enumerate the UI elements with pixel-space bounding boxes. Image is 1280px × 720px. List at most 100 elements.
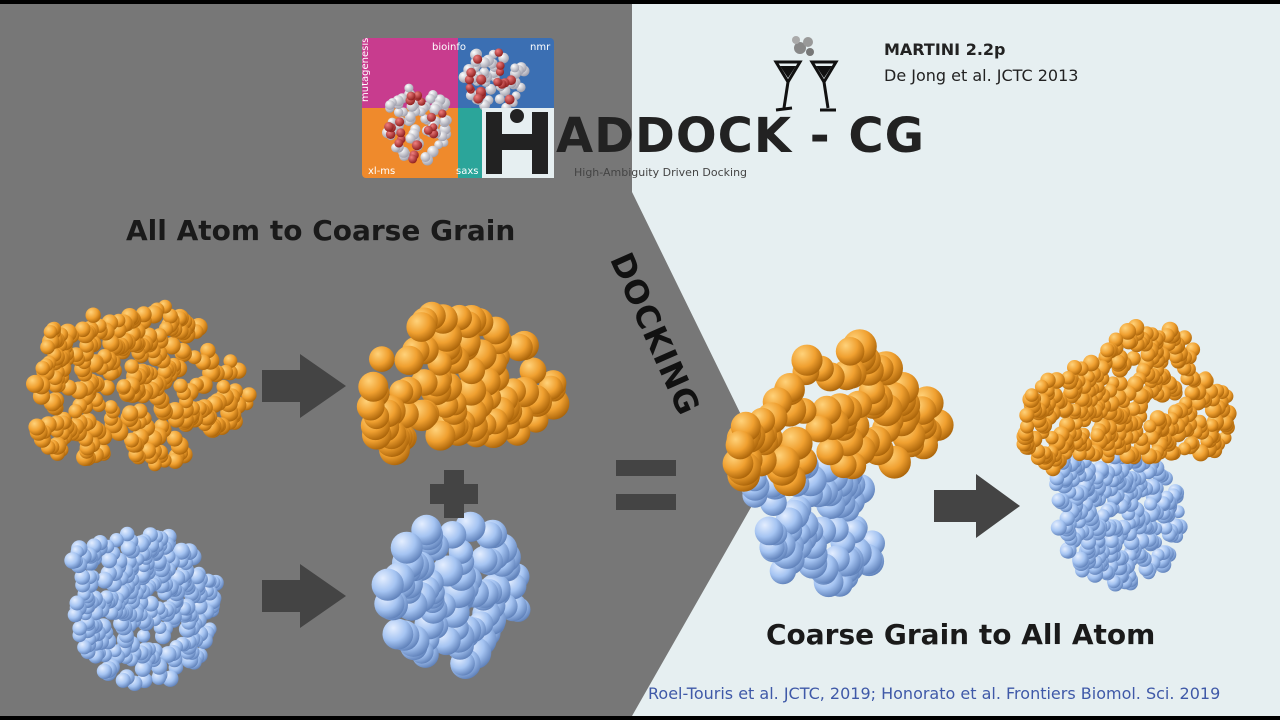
atom-sphere	[35, 361, 50, 376]
atom-sphere	[384, 122, 394, 132]
atom-sphere	[394, 138, 404, 148]
atom-sphere	[119, 526, 135, 542]
atom-sphere	[1050, 519, 1067, 536]
atom-sphere	[408, 154, 418, 164]
atom-sphere	[464, 75, 474, 85]
martini-glasses-icon	[773, 36, 839, 112]
atom-sphere	[115, 672, 131, 688]
atom-sphere	[394, 345, 424, 375]
atom-sphere	[1110, 354, 1126, 370]
coarse-grain-receptor-structure	[371, 511, 531, 679]
atom-sphere	[1104, 533, 1119, 548]
atom-sphere	[438, 109, 447, 118]
coarse-grain-docked-complex	[722, 329, 954, 598]
atom-sphere	[136, 629, 151, 643]
atom-sphere	[85, 307, 101, 323]
atom-sphere	[439, 115, 450, 126]
atom-sphere	[816, 438, 844, 466]
atom-sphere	[173, 378, 188, 393]
right-section-title: Coarse Grain to All Atom	[766, 618, 1156, 651]
atom-sphere	[385, 129, 396, 139]
atom-sphere	[434, 140, 443, 150]
atom-sphere	[425, 420, 456, 451]
atom-sphere	[385, 100, 395, 110]
coarse-grain-ligand-structure	[356, 301, 570, 466]
atom-sphere	[26, 374, 44, 393]
atom-sphere	[510, 63, 520, 73]
atom-sphere	[1178, 442, 1191, 456]
atom-sphere	[1100, 343, 1115, 358]
right-arrow-icon	[934, 474, 1020, 538]
atom-sphere	[411, 140, 422, 151]
atom-sphere	[223, 354, 238, 368]
atom-sphere	[420, 152, 431, 162]
atom-sphere	[1051, 493, 1066, 508]
atom-sphere	[120, 540, 137, 556]
atom-sphere	[725, 430, 755, 460]
atom-sphere	[425, 93, 436, 104]
haddock-cg-logo-title: ADDOCK - CG	[556, 108, 926, 164]
atom-sphere	[67, 607, 83, 623]
atom-sphere	[134, 660, 151, 677]
atom-sphere	[405, 133, 416, 144]
atom-sphere	[369, 346, 395, 372]
atom-sphere	[104, 400, 118, 414]
atom-sphere	[122, 405, 139, 422]
atom-sphere	[172, 542, 190, 560]
atom-sphere	[1067, 360, 1082, 375]
atom-sphere	[413, 91, 423, 100]
atom-sphere	[1034, 379, 1049, 394]
puzzle-label: mutagenesis	[360, 38, 371, 102]
atom-sphere	[395, 117, 405, 127]
atom-sphere	[96, 663, 113, 679]
all-atom-docked-complex	[1016, 319, 1237, 592]
all-atom-receptor-structure	[64, 526, 224, 691]
atom-sphere	[200, 342, 216, 359]
citation-footer: Roel-Touris et al. JCTC, 2019; Honorato …	[648, 684, 1221, 703]
left-section-title: All Atom to Coarse Grain	[126, 214, 516, 247]
atom-sphere	[465, 83, 474, 92]
puzzle-label: nmr	[530, 42, 551, 53]
atom-sphere	[426, 112, 436, 122]
atom-sphere	[1020, 419, 1035, 434]
atom-sphere	[371, 568, 404, 601]
atom-sphere	[382, 618, 414, 650]
puzzle-label: saxs	[456, 166, 478, 177]
equals-icon	[616, 460, 676, 510]
puzzle-label: xl-ms	[368, 166, 395, 177]
slide: mutagenesis bioinfo nmr xl-ms saxs	[0, 4, 1280, 716]
right-arrow-icon	[262, 354, 346, 418]
atom-sphere	[159, 646, 177, 663]
atom-sphere	[427, 145, 439, 158]
all-atom-ligand-structure	[26, 299, 257, 472]
atom-sphere	[1158, 521, 1173, 535]
atom-sphere	[1024, 388, 1039, 402]
atom-sphere	[1184, 385, 1200, 400]
atom-sphere	[466, 67, 476, 78]
atom-sphere	[406, 91, 416, 101]
atom-sphere	[406, 312, 437, 342]
atom-sphere	[216, 379, 231, 394]
atom-sphere	[28, 418, 46, 436]
atom-sphere	[1119, 323, 1137, 340]
atom-sphere	[496, 61, 505, 70]
atom-sphere	[473, 93, 484, 104]
atom-sphere	[493, 77, 502, 87]
atom-sphere	[423, 125, 433, 135]
atom-sphere	[40, 339, 55, 355]
atom-sphere	[393, 107, 404, 118]
atom-sphere	[768, 446, 800, 478]
atom-sphere	[1060, 545, 1074, 559]
forcefield-name: MARTINI 2.2p	[884, 40, 1006, 59]
atom-sphere	[404, 83, 414, 93]
plus-icon	[430, 470, 478, 518]
haddock-logo-subtitle: High-Ambiguity Driven Docking	[574, 166, 748, 179]
atom-sphere	[494, 48, 503, 57]
atom-sphere	[473, 54, 483, 64]
logo-protein-atoms	[382, 48, 530, 166]
atom-sphere	[485, 83, 497, 95]
atom-sphere	[1205, 418, 1219, 432]
forcefield-reference: De Jong et al. JCTC 2013	[884, 66, 1079, 85]
atom-sphere	[124, 359, 139, 374]
slide-graphics: mutagenesis bioinfo nmr xl-ms saxs	[0, 4, 1237, 716]
